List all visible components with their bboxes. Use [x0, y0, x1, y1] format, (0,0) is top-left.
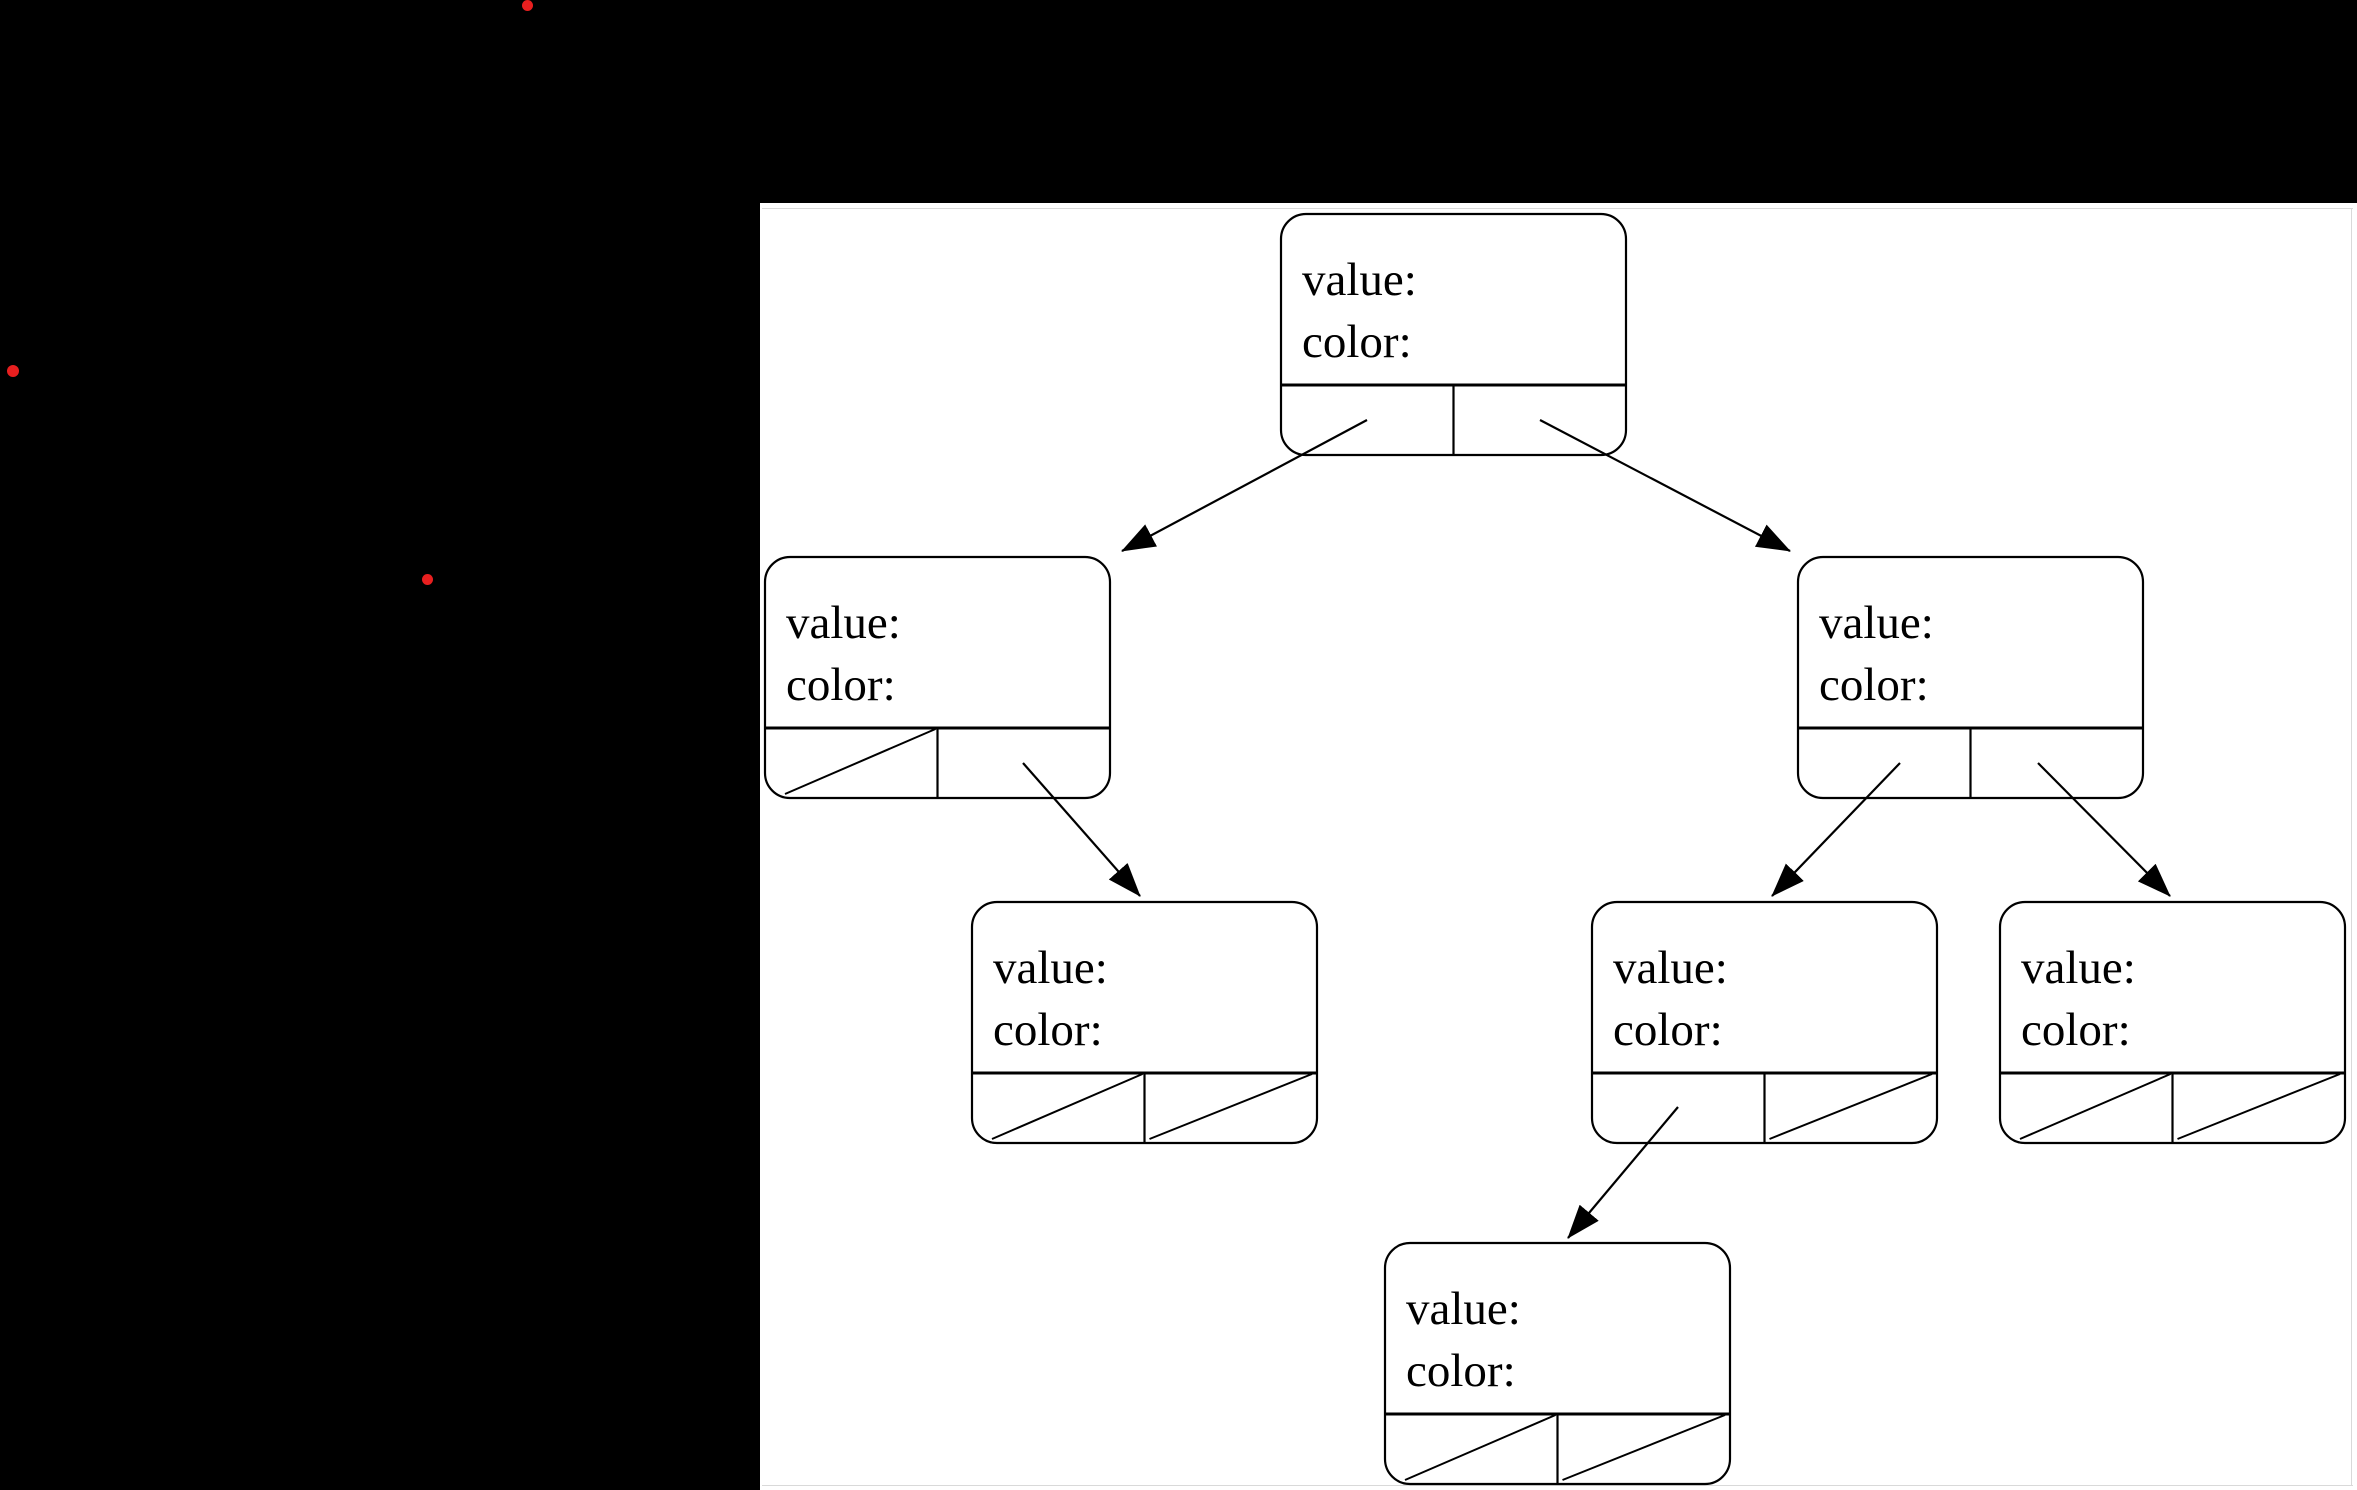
- tree-node-right: value: color:: [1796, 555, 2145, 800]
- left-null-pointer-slash: [1404, 1414, 1556, 1481]
- value-label: value:: [1406, 1283, 1521, 1335]
- tree-node-root: value: color:: [1279, 212, 1628, 457]
- tree-nodes-layer: value:color:value:color:value:color:valu…: [763, 212, 2347, 1486]
- tree-node-left-right: value: color:: [970, 900, 1319, 1145]
- tree-node-left: value: color:: [763, 555, 1112, 800]
- value-label: value:: [1819, 597, 1934, 649]
- left-null-pointer-slash: [2019, 1073, 2171, 1140]
- right-null-pointer-slash: [1149, 1073, 1313, 1140]
- right-null-pointer-slash: [2177, 1073, 2341, 1140]
- color-label: color:: [786, 659, 896, 711]
- red-annotation-dot-3: [421, 573, 433, 585]
- value-label: value:: [2021, 942, 2136, 994]
- left-null-pointer-slash: [784, 728, 936, 795]
- panel-border-right: [2351, 208, 2352, 1486]
- color-label: color:: [1302, 316, 1412, 368]
- tree-node-right-left-left: value: color:: [1383, 1241, 1732, 1486]
- panel-border-bottom: [762, 1485, 2353, 1486]
- red-annotation-dot-1: [521, 0, 533, 11]
- pointer-arrow-right-left-left: [1567, 1106, 1679, 1239]
- pointer-arrow-right-right: [2037, 762, 2171, 897]
- pointer-arrows-layer: [1022, 419, 2171, 1239]
- pointer-arrow-root-right: [1539, 419, 1791, 552]
- value-label: value:: [786, 597, 901, 649]
- panel-border-top: [762, 208, 2353, 209]
- value-label: value:: [1613, 942, 1728, 994]
- red-annotation-dot-2: [7, 365, 19, 377]
- tree-node-right-left: value: color:: [1590, 900, 1939, 1145]
- color-label: color:: [1406, 1345, 1516, 1397]
- color-label: color:: [2021, 1004, 2131, 1056]
- tree-node-right-right: value: color:: [1998, 900, 2347, 1145]
- color-label: color:: [1819, 659, 1929, 711]
- pointer-arrow-root-left: [1121, 419, 1368, 552]
- value-label: value:: [1302, 254, 1417, 306]
- color-label: color:: [993, 1004, 1103, 1056]
- color-label: color:: [1613, 1004, 1723, 1056]
- value-label: value:: [993, 942, 1108, 994]
- pointer-arrow-right-left: [1771, 762, 1901, 897]
- pointer-arrow-left-right: [1022, 762, 1141, 897]
- right-null-pointer-slash: [1562, 1414, 1726, 1481]
- left-null-pointer-slash: [991, 1073, 1143, 1140]
- right-null-pointer-slash: [1769, 1073, 1933, 1140]
